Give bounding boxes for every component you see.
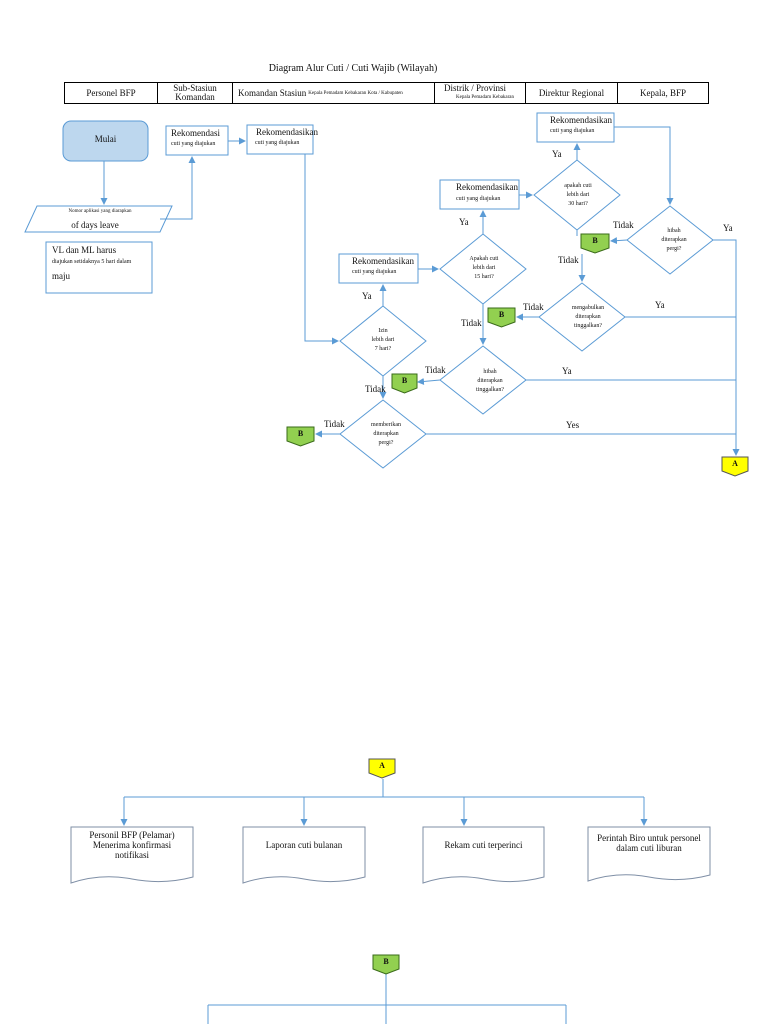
output-doc-2-text: Laporan cuti bulanan xyxy=(265,840,343,850)
connector-a-1 xyxy=(721,456,749,477)
edge-label-tidak-7: Tidak xyxy=(613,220,634,230)
rec3-sub: cuti yang diajukan xyxy=(352,269,397,275)
apply-line2: of days leave xyxy=(71,220,119,230)
header-direktur: Direktur Regional xyxy=(525,82,618,104)
connector-a-2 xyxy=(368,758,396,779)
apply-line1: Nomor aplikasi yang diarapkan xyxy=(68,209,132,214)
apply-node xyxy=(24,205,173,233)
edge-label-tidak-4: Tidak xyxy=(461,318,482,328)
rec1-title: Rekomendasi xyxy=(171,128,220,138)
output-doc-3-text: Rekam cuti terperinci xyxy=(444,840,523,850)
rec1-sub: cuti yang diajukan xyxy=(171,141,216,147)
header-personel: Personel BFP xyxy=(64,82,158,104)
start-label: Mulai xyxy=(94,134,117,144)
connector-b-5 xyxy=(372,954,400,975)
output-doc-1-text: Personil BFP (Pelamar)Menerima konfirmas… xyxy=(89,830,175,860)
output-doc-1 xyxy=(70,826,194,884)
edge-label-yes: Yes xyxy=(566,420,580,430)
connector-b-3 xyxy=(487,307,516,328)
edge-label-ya-3: Ya xyxy=(552,149,562,159)
recommend-box-5 xyxy=(536,112,615,143)
decision-grant-3 xyxy=(538,282,626,352)
output-doc-2 xyxy=(242,826,366,884)
decision-grant-1 xyxy=(339,399,427,469)
rec5-title: Rekomendasikan xyxy=(550,115,612,125)
header-kepala: Kepala, BFP xyxy=(617,82,709,104)
edge-label-tidak-3: Tidak xyxy=(425,365,446,375)
connector-a-2-label: A xyxy=(379,761,385,770)
rec3-title: Rekomendasikan xyxy=(352,256,414,266)
decision-grant-2 xyxy=(439,345,527,415)
connector-b-4 xyxy=(580,233,610,254)
edge-label-ya-5: Ya xyxy=(655,300,665,310)
output-doc-3 xyxy=(422,826,545,884)
header-sub-stasiun: Sub-Stasiun Komandan xyxy=(157,82,233,104)
edge-label-tidak-6: Tidak xyxy=(558,255,579,265)
recommend-box-2 xyxy=(246,124,314,155)
note-line2: diajukan setidaknya 5 hari dalam xyxy=(52,259,132,265)
note-line3: maju xyxy=(52,271,70,281)
edge-label-ya-6: Ya xyxy=(562,366,572,376)
rec4-title: Rekomendasikan xyxy=(456,182,518,192)
rec5-sub: cuti yang diajukan xyxy=(550,128,595,134)
edge-label-ya-4: Ya xyxy=(723,223,733,233)
note-title: VL dan ML harus xyxy=(52,245,117,255)
connector-a-1-label: A xyxy=(732,459,738,468)
edge-label-ya-2: Ya xyxy=(459,217,469,227)
edge-label-ya-1: Ya xyxy=(362,291,372,301)
output-doc-4 xyxy=(587,826,711,882)
connector-b-3-label: B xyxy=(498,310,505,319)
edge-label-tidak-1: Tidak xyxy=(365,384,386,394)
rec4-sub: cuti yang diajukan xyxy=(456,196,501,202)
start-node xyxy=(62,120,149,162)
connector-b-2-label: B xyxy=(401,376,408,385)
connector-b-5-label: B xyxy=(383,957,389,966)
note-box xyxy=(45,241,153,294)
connector-b-1 xyxy=(286,426,315,447)
connector-b-2 xyxy=(391,373,418,394)
recommend-box-4 xyxy=(439,179,520,210)
rec2-sub: cuti yang diajukan xyxy=(255,140,300,146)
edge-label-tidak-2: Tidak xyxy=(324,419,345,429)
connector-b-1-label: B xyxy=(297,429,304,438)
rec2-title: Rekomendasikan xyxy=(256,127,318,137)
diagram-title: Diagram Alur Cuti / Cuti Wajib (Wilayah) xyxy=(268,63,438,74)
decision-grant-4 xyxy=(626,205,714,275)
edge-label-tidak-5: Tidak xyxy=(523,302,544,312)
recommend-box-3 xyxy=(338,253,419,284)
connector-b-4-label: B xyxy=(592,236,598,245)
